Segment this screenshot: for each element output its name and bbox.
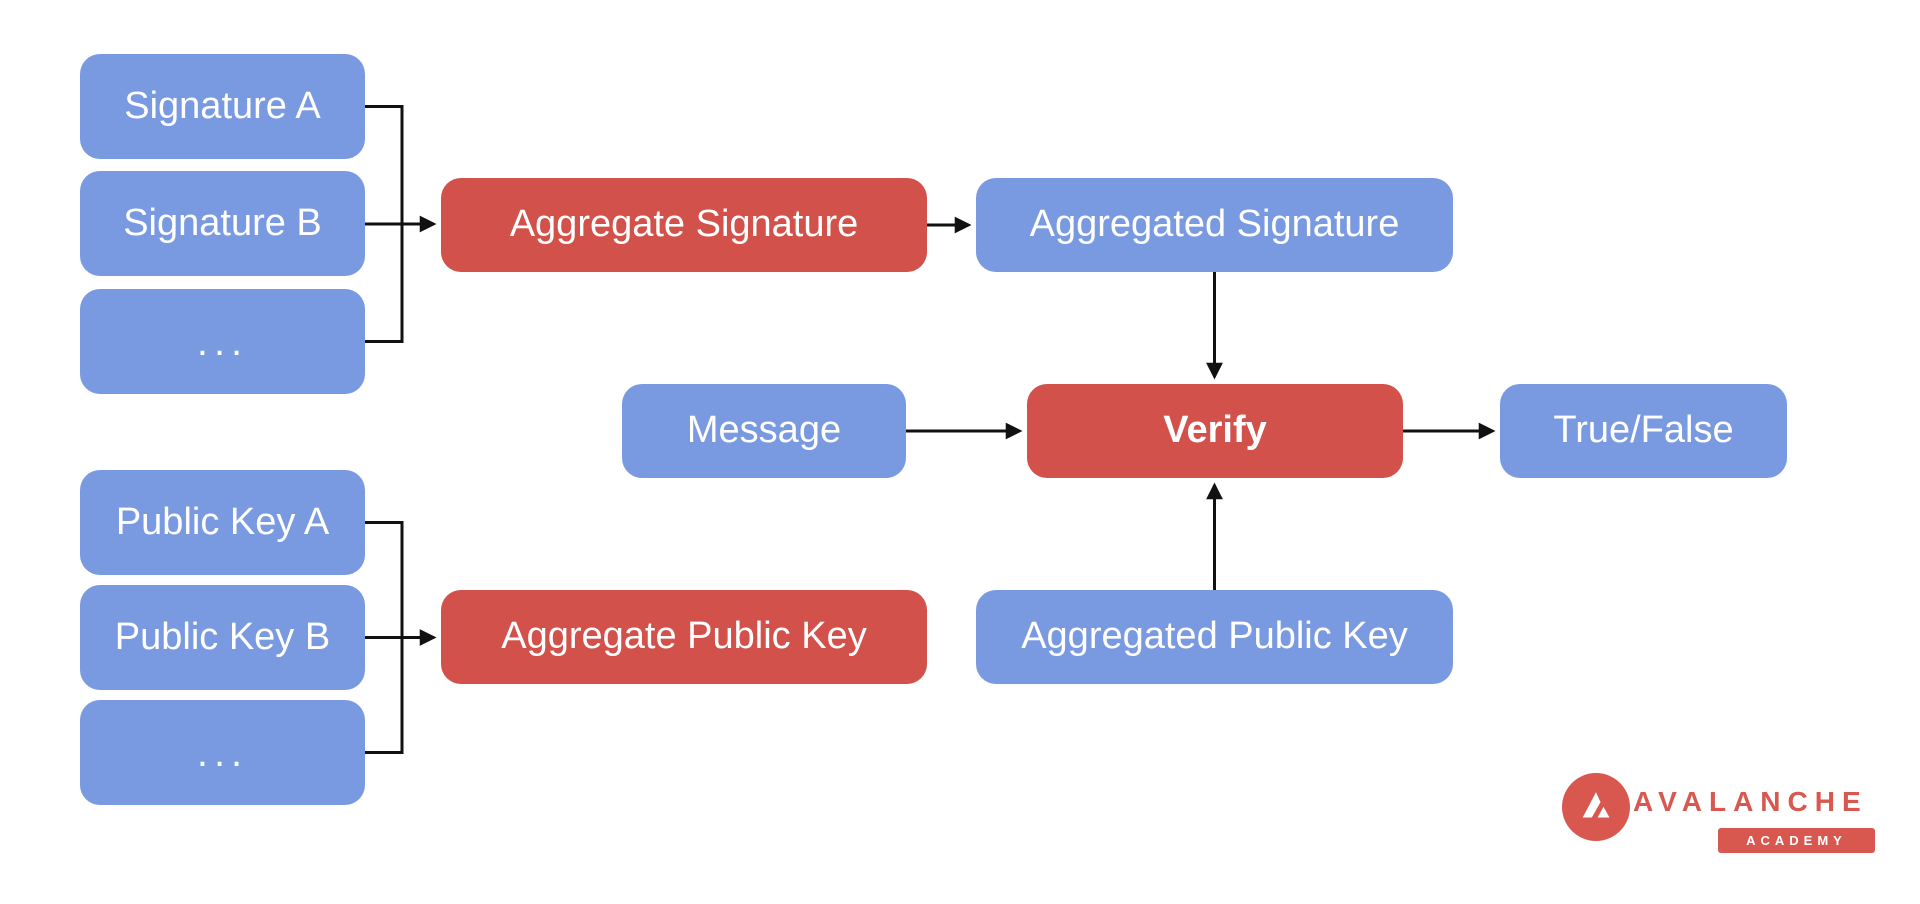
node-label: Aggregated Public Key — [1021, 615, 1408, 658]
node-label: ... — [196, 319, 249, 364]
node-signature-b: Signature B — [80, 171, 365, 276]
node-label: Message — [686, 409, 842, 452]
avalanche-logo-icon — [1562, 773, 1630, 841]
node-label: Public Key B — [114, 615, 331, 658]
node-label: Aggregated Signature — [1029, 203, 1400, 246]
node-label: Public Key A — [115, 500, 330, 543]
connector-signatures-bus — [365, 105, 404, 343]
node-aggregated-signature: Aggregated Signature — [976, 178, 1453, 272]
node-label: True/False — [1553, 409, 1734, 452]
node-true-false: True/False — [1500, 384, 1787, 478]
node-label: Signature B — [123, 201, 322, 244]
node-label: Aggregate Signature — [509, 203, 859, 246]
node-verify: Verify — [1027, 384, 1403, 478]
node-public-key-a: Public Key A — [80, 470, 365, 575]
connector-public-keys-bus — [365, 521, 404, 754]
logo-academy-badge: ACADEMY — [1718, 828, 1875, 853]
node-aggregated-public-key: Aggregated Public Key — [976, 590, 1453, 684]
node-label: Signature A — [124, 84, 321, 127]
logo-brand-text: AVALANCHE — [1633, 786, 1868, 817]
node-public-key-ellipsis: ... — [80, 700, 365, 805]
node-aggregate-public-key: Aggregate Public Key — [441, 590, 927, 684]
node-public-key-b: Public Key B — [80, 585, 365, 690]
node-label: ... — [196, 730, 249, 775]
node-label: Aggregate Public Key — [501, 615, 867, 658]
node-aggregate-signature: Aggregate Signature — [441, 178, 927, 272]
node-message: Message — [622, 384, 906, 478]
avalanche-academy-logo: AVALANCHE ACADEMY — [1562, 773, 1892, 863]
avalanche-mountain-icon — [1582, 792, 1610, 818]
node-label: Verify — [1163, 409, 1267, 452]
node-signature-ellipsis: ... — [80, 289, 365, 394]
node-signature-a: Signature A — [80, 54, 365, 159]
